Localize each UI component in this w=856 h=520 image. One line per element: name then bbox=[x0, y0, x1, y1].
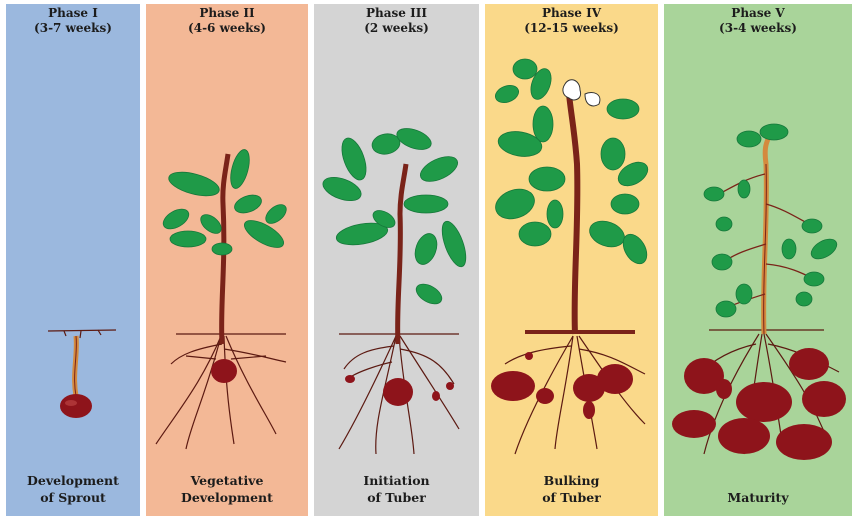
main-stem bbox=[569, 94, 577, 334]
sprout-illustration bbox=[6, 4, 140, 516]
young-tuber bbox=[211, 359, 237, 383]
vegetative-plant-illustration bbox=[146, 4, 308, 516]
phase-1-panel: Phase I (3-7 weeks) Development of Sprou… bbox=[6, 4, 140, 516]
phase-1-label: Development of Sprout bbox=[6, 472, 140, 506]
seed-tuber bbox=[60, 394, 92, 418]
phase-3-panel: Phase III (2 weeks) bbox=[314, 4, 479, 516]
surface-roots bbox=[48, 330, 116, 338]
phase-2-panel: Phase II (4-6 weeks) bbox=[146, 4, 308, 516]
phase-5-label: Maturity bbox=[664, 489, 852, 506]
phase-4-panel: Phase IV (12-15 weeks) bbox=[485, 4, 658, 516]
stolon-tip bbox=[432, 391, 440, 401]
tuber-bulking-illustration bbox=[485, 4, 658, 516]
roots bbox=[156, 334, 286, 449]
mature-plant-illustration bbox=[664, 4, 852, 516]
tubers bbox=[491, 352, 633, 419]
stolon-tip bbox=[345, 375, 355, 383]
main-stem bbox=[398, 164, 406, 344]
tuber-initiation-illustration bbox=[314, 4, 479, 516]
phase-3-label: Initiation of Tuber bbox=[314, 472, 479, 506]
tuber bbox=[383, 378, 413, 406]
phase-5-panel: Phase V (3-4 weeks) bbox=[664, 4, 852, 516]
phase-2-label: Vegetative Development bbox=[146, 472, 308, 506]
leaves bbox=[704, 124, 840, 317]
leaves bbox=[320, 124, 471, 308]
stolon-tip bbox=[446, 382, 454, 390]
tubers bbox=[672, 348, 846, 460]
phase-4-label: Bulking of Tuber bbox=[485, 472, 658, 506]
